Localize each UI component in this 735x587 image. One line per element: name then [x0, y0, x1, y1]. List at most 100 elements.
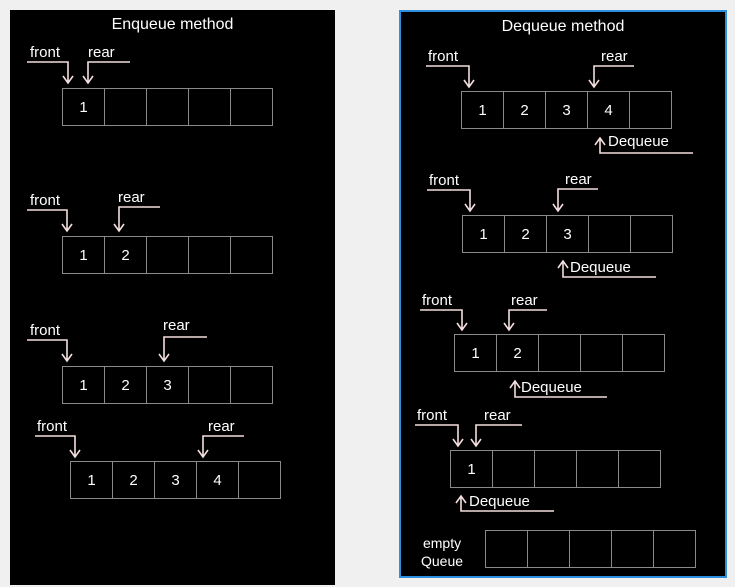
queue-cell: 2 — [104, 366, 147, 404]
front-label: front — [37, 418, 68, 435]
queue-cell — [188, 236, 231, 274]
queue-cell — [104, 88, 147, 126]
front-arrow — [415, 424, 464, 448]
queue-cell: 4 — [587, 91, 630, 129]
queue-cell — [146, 236, 189, 274]
front-label: front — [422, 292, 453, 309]
queue-cell — [492, 450, 535, 488]
queue-cell: 1 — [454, 334, 497, 372]
front-label: front — [417, 407, 448, 424]
rear-label: rear — [163, 317, 190, 334]
queue-cell — [629, 91, 672, 129]
queue-cell: 1 — [461, 91, 504, 129]
queue-cell — [527, 530, 570, 568]
front-arrow — [27, 61, 74, 85]
rear-arrow — [588, 65, 634, 89]
dequeue-arrow — [455, 494, 554, 512]
queue-cell — [576, 450, 619, 488]
queue-cell: 1 — [62, 88, 105, 126]
queue-cell — [580, 334, 623, 372]
queue-row: 1 2 3 4 — [70, 461, 281, 499]
rear-arrow — [197, 435, 244, 459]
front-label: front — [30, 44, 61, 61]
queue-row — [485, 530, 696, 568]
rear-label: rear — [118, 189, 145, 206]
queue-cell — [653, 530, 696, 568]
front-label: front — [428, 48, 459, 65]
rear-label: rear — [565, 171, 592, 188]
queue-cell — [569, 530, 612, 568]
rear-arrow — [82, 61, 130, 85]
dequeue-label: Dequeue — [521, 379, 582, 396]
queue-cell — [485, 530, 528, 568]
queue-cell — [230, 366, 273, 404]
queue-row: 1 2 3 — [462, 215, 673, 253]
queue-cell — [630, 215, 673, 253]
queue-cell: 2 — [503, 91, 546, 129]
queue-cell: 3 — [546, 215, 589, 253]
queue-cell — [588, 215, 631, 253]
queue-cell: 2 — [104, 236, 147, 274]
front-arrow — [35, 435, 81, 459]
queue-row: 1 2 3 4 — [461, 91, 672, 129]
rear-arrow — [503, 309, 547, 332]
dequeue-title: Dequeue method — [501, 18, 625, 35]
rear-label: rear — [208, 418, 235, 435]
empty-queue-label: empty Queue — [421, 535, 464, 569]
queue-cell: 3 — [146, 366, 189, 404]
queue-row: 1 — [450, 450, 661, 488]
queue-cell — [622, 334, 665, 372]
queue-cell — [538, 334, 581, 372]
queue-cell: 3 — [545, 91, 588, 129]
front-arrow — [27, 209, 73, 233]
queue-cell — [618, 450, 661, 488]
rear-label: rear — [88, 44, 115, 61]
queue-cell: 1 — [70, 461, 113, 499]
dequeue-arrow — [557, 259, 656, 278]
queue-cell: 1 — [462, 215, 505, 253]
front-arrow — [427, 189, 476, 213]
queue-cell — [188, 366, 231, 404]
queue-cell: 1 — [62, 366, 105, 404]
dequeue-arrow — [594, 136, 693, 154]
rear-arrow — [470, 424, 522, 448]
front-arrow — [27, 339, 73, 363]
queue-row: 1 2 — [62, 236, 273, 274]
front-arrow — [426, 65, 475, 89]
queue-cell: 1 — [62, 236, 105, 274]
queue-cell — [188, 88, 231, 126]
queue-cell: 4 — [196, 461, 239, 499]
queue-cell — [230, 88, 273, 126]
queue-cell: 2 — [112, 461, 155, 499]
queue-cell: 3 — [154, 461, 197, 499]
queue-cell — [146, 88, 189, 126]
enqueue-title: Enqueue method — [111, 16, 234, 33]
queue-row: 1 2 — [454, 334, 665, 372]
queue-cell: 1 — [450, 450, 493, 488]
queue-cell: 2 — [504, 215, 547, 253]
dequeue-panel: Dequeue method front rear 1 2 3 4 Dequeu… — [399, 10, 727, 578]
dequeue-arrow — [509, 379, 607, 398]
queue-row: 1 2 3 — [62, 366, 273, 404]
pointer-arrows — [415, 65, 693, 512]
queue-cell — [238, 461, 281, 499]
front-label: front — [429, 172, 460, 189]
front-arrow — [420, 309, 468, 332]
front-label: front — [30, 192, 61, 209]
queue-cell: 2 — [496, 334, 539, 372]
pointer-arrows — [27, 61, 244, 459]
rear-arrow — [113, 206, 160, 233]
dequeue-label: Dequeue — [469, 493, 530, 510]
front-label: front — [30, 322, 61, 339]
queue-cell — [611, 530, 654, 568]
rear-label: rear — [511, 292, 538, 309]
enqueue-panel: Enqueue method front rear 1 front rear 1… — [10, 10, 335, 585]
rear-label: rear — [484, 407, 511, 424]
rear-arrow — [552, 188, 598, 213]
rear-arrow — [158, 336, 207, 363]
queue-row: 1 — [62, 88, 273, 126]
dequeue-label: Dequeue — [608, 133, 669, 150]
dequeue-label: Dequeue — [570, 259, 631, 276]
queue-cell — [230, 236, 273, 274]
queue-cell — [534, 450, 577, 488]
